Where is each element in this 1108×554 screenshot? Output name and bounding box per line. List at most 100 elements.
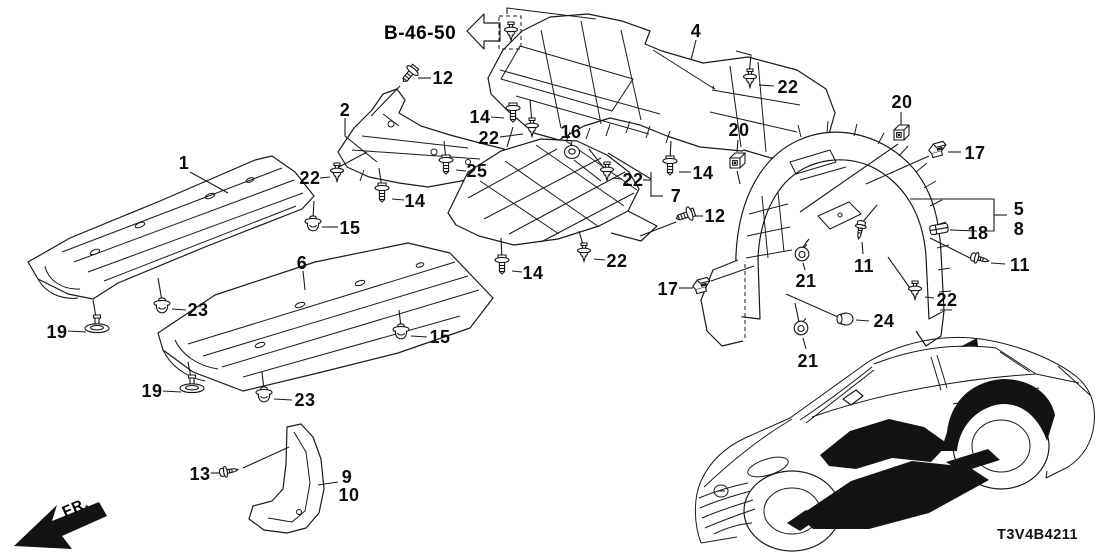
cube-nut-icon — [729, 152, 746, 169]
round-plug-icon — [793, 317, 809, 336]
part-callout-2: 2 — [339, 100, 351, 120]
part-callout-16: 16 — [560, 122, 582, 142]
leader-line — [887, 256, 913, 292]
leader-line — [511, 270, 523, 273]
mud-plug-icon — [179, 374, 205, 394]
leader-line — [736, 139, 739, 153]
leader-line — [799, 143, 899, 213]
leader-line — [370, 85, 401, 117]
leader-line — [855, 319, 870, 322]
flange-bolt-icon — [673, 204, 698, 226]
part-callout-12: 12 — [432, 68, 454, 88]
part-callout-19: 19 — [46, 322, 68, 342]
leader-line — [499, 133, 524, 138]
leader-line — [506, 126, 514, 148]
engine-undercover-4 — [487, 13, 836, 159]
leader-line — [990, 262, 1006, 265]
clamp-clip-icon — [926, 140, 949, 159]
ref-callout-group — [466, 13, 522, 50]
part-callout-14: 14 — [404, 191, 426, 211]
round-plug-icon — [794, 243, 810, 262]
front-direction-arrow — [14, 502, 107, 549]
side-plug-icon — [836, 312, 854, 326]
ref-link-b4650[interactable]: B-46-50 — [384, 23, 457, 44]
part-callout-10: 10 — [338, 485, 360, 505]
part-callout-1: 1 — [178, 153, 190, 173]
part-callout-22: 22 — [622, 170, 644, 190]
leader-line — [344, 118, 378, 163]
part-callout-23: 23 — [187, 300, 209, 320]
leader-line — [490, 116, 505, 119]
screw-icon — [852, 219, 868, 241]
push-clip-icon — [576, 242, 592, 263]
leader-line — [67, 330, 87, 333]
part-callout-14: 14 — [692, 163, 714, 183]
part-callout-13: 13 — [189, 464, 211, 484]
leader-line — [455, 169, 467, 172]
part-callout-4: 4 — [690, 21, 702, 41]
clip-nut-icon — [153, 297, 171, 314]
grommet-icon — [563, 144, 581, 160]
part-callout-22: 22 — [777, 77, 799, 97]
part-callout-8: 8 — [1013, 219, 1025, 239]
leader-line — [607, 152, 652, 180]
part-callout-17: 17 — [964, 143, 986, 163]
part-callout-22: 22 — [936, 290, 958, 310]
clip-nut-icon — [304, 215, 322, 232]
part-callout-18: 18 — [967, 223, 989, 243]
part-callout-11: 11 — [1009, 255, 1031, 275]
part-callout-15: 15 — [429, 327, 451, 347]
part-callout-11: 11 — [853, 256, 875, 276]
leader-line — [802, 262, 806, 271]
leader-line — [319, 176, 331, 179]
fr-arrow-icon — [14, 502, 107, 549]
mud-plug-icon — [84, 314, 110, 334]
part-callout-21: 21 — [797, 351, 819, 371]
part-callout-23: 23 — [294, 390, 316, 410]
leader-line — [171, 308, 187, 311]
clip-nut-icon — [255, 386, 273, 403]
mud-guard-9-10 — [248, 423, 325, 534]
undercover-panel-6 — [157, 242, 494, 392]
flange-bolt-icon — [374, 182, 390, 203]
flange-bolt-icon — [494, 254, 510, 275]
leader-lines — [67, 7, 1007, 486]
front-bracket-2 — [337, 88, 508, 188]
flange-bolt-icon — [662, 155, 678, 176]
screw-icon — [968, 250, 991, 267]
leader-line — [302, 270, 306, 291]
leader-line — [802, 238, 810, 248]
part-callout-24: 24 — [873, 311, 895, 331]
leader-line — [924, 296, 935, 299]
cube-nut-icon — [893, 124, 910, 141]
leader-line — [391, 198, 405, 201]
leader-line — [242, 446, 290, 469]
part-callout-25: 25 — [466, 161, 488, 181]
ref-arrow-icon — [466, 13, 501, 50]
undercover-panel-1 — [27, 155, 315, 300]
leader-line — [865, 155, 930, 185]
leader-line — [410, 335, 428, 338]
part-callout-12: 12 — [704, 206, 726, 226]
part-callout-22: 22 — [606, 251, 628, 271]
leader-line — [785, 293, 839, 318]
leader-line — [612, 177, 623, 180]
leader-line — [736, 170, 741, 185]
part-callout-21: 21 — [795, 271, 817, 291]
flange-bolt-icon — [397, 61, 422, 87]
leader-line — [506, 7, 597, 20]
leader-line — [758, 84, 775, 87]
leader-line — [189, 171, 229, 194]
part-callout-14: 14 — [522, 263, 544, 283]
leader-line — [162, 390, 182, 393]
leader-line — [593, 258, 606, 261]
screw-icon — [218, 463, 240, 479]
leader-line — [639, 221, 677, 237]
panels-artwork — [14, 13, 1095, 552]
part-callout-14: 14 — [469, 107, 491, 127]
leader-line — [929, 237, 973, 260]
part-callout-7: 7 — [670, 186, 682, 206]
push-clip-icon — [907, 280, 923, 301]
